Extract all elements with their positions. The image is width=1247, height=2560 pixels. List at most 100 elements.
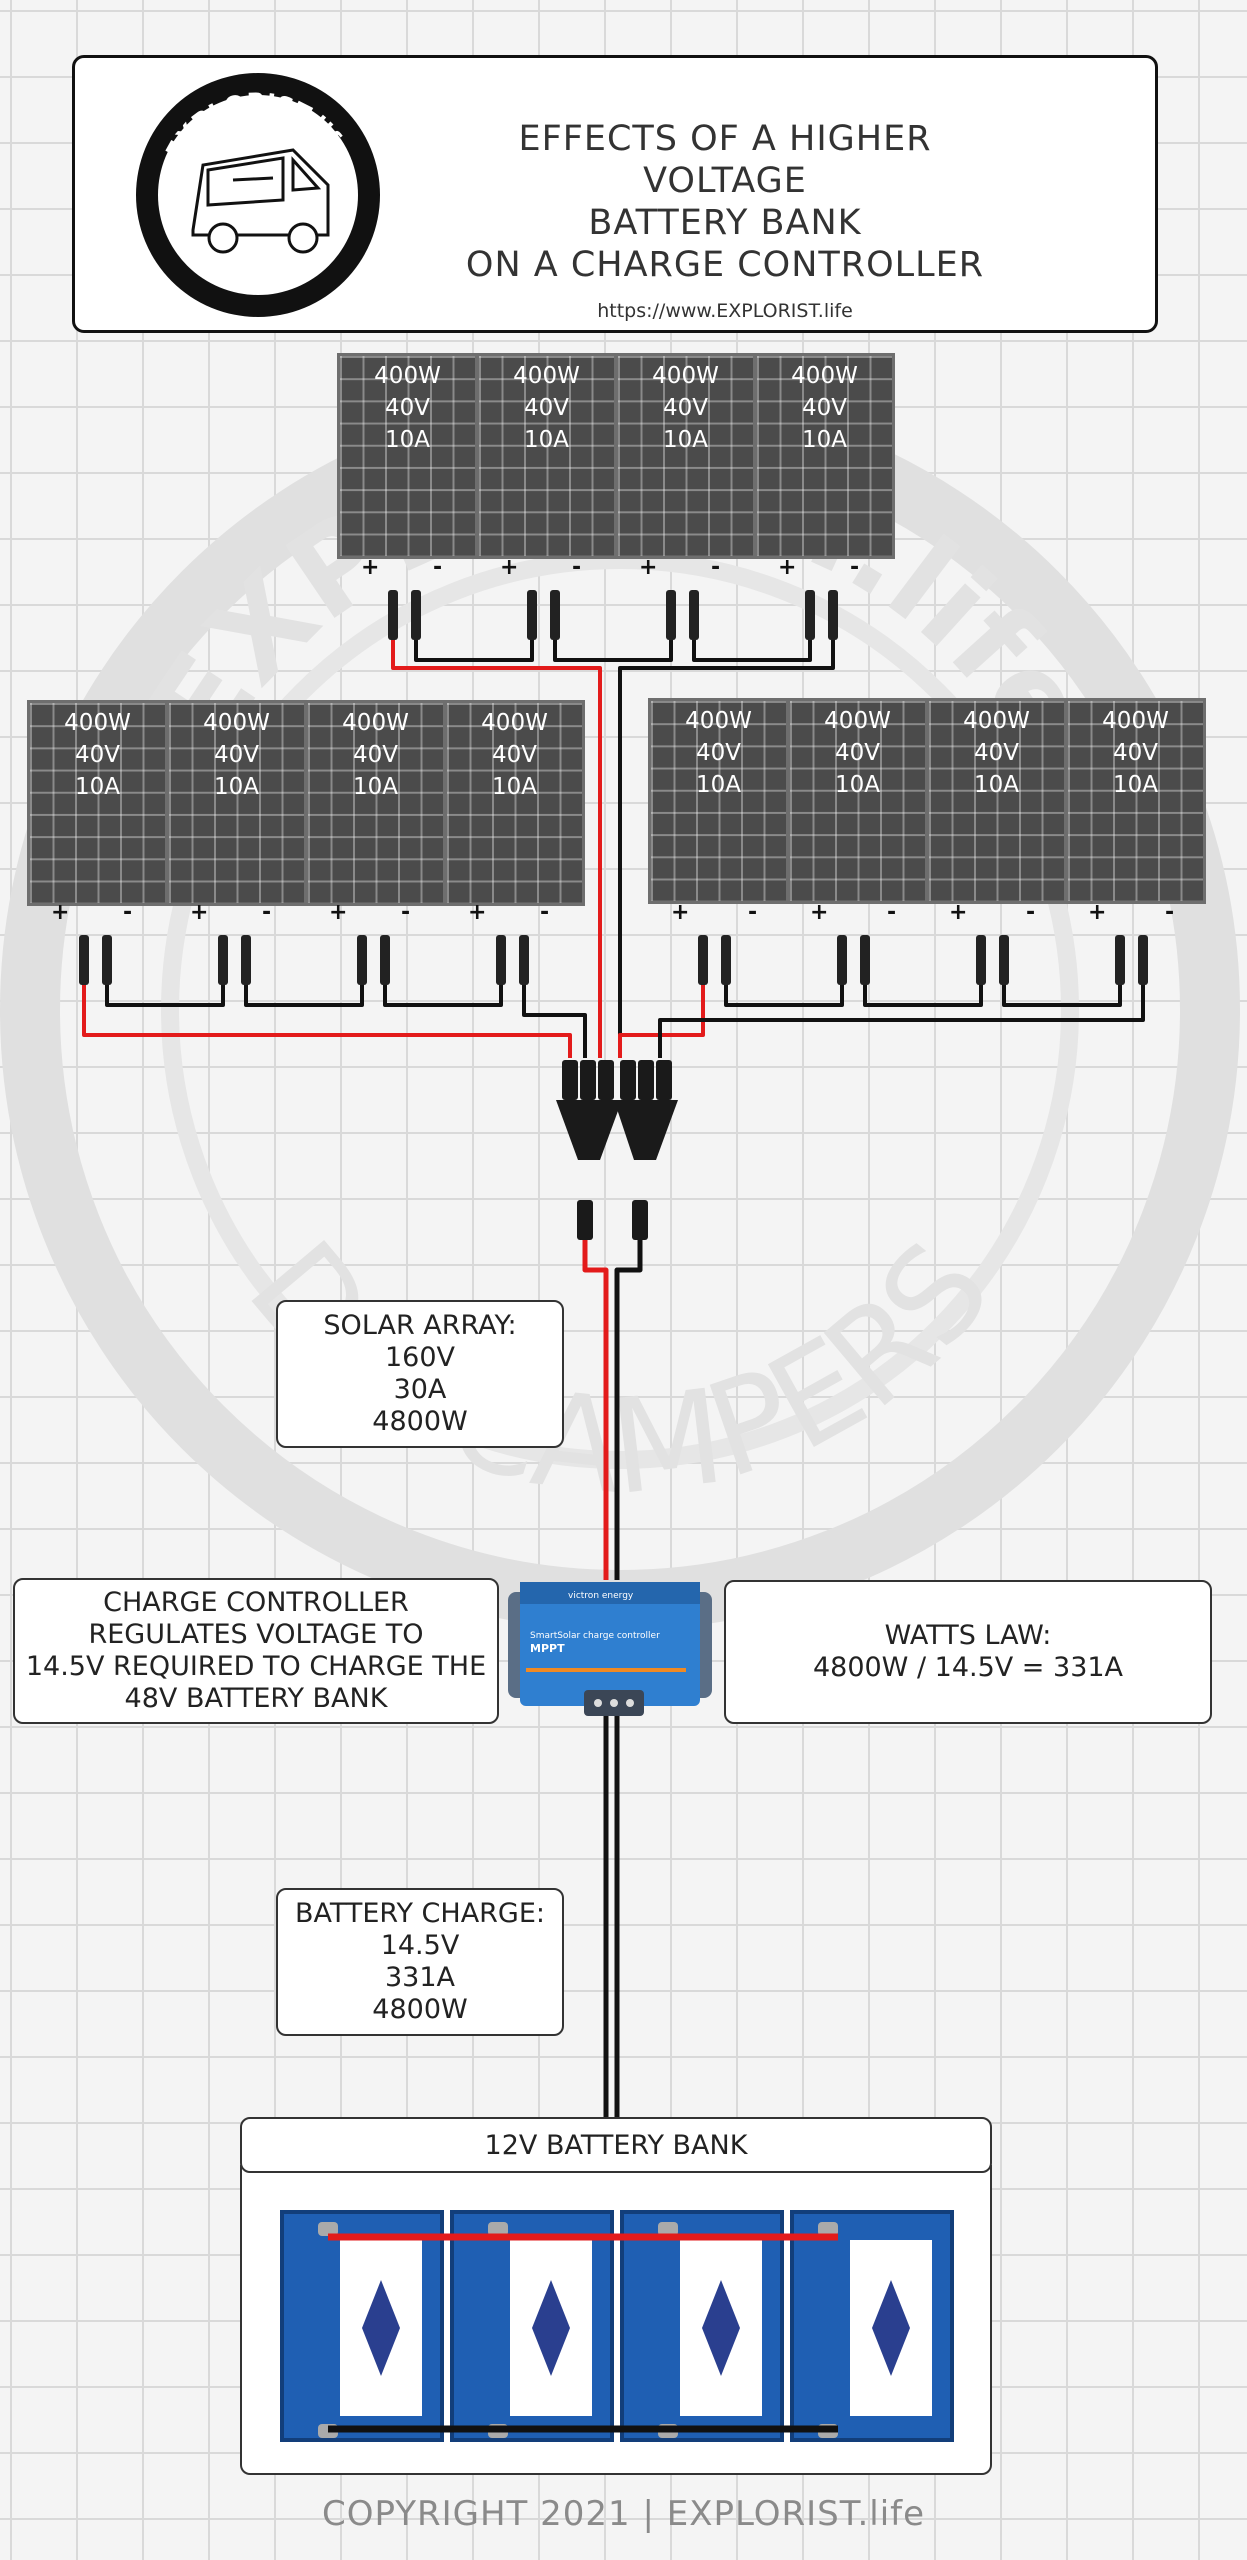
charge-controller-note: CHARGE CONTROLLER REGULATES VOLTAGE TO 1… (13, 1578, 499, 1724)
panel-volts: 40V (523, 395, 569, 421)
negative-marker: - (748, 900, 758, 925)
solar-panel: 400W 40V 10A (476, 353, 617, 559)
panel-amps: 10A (1112, 772, 1158, 798)
positive-marker: + (468, 900, 487, 925)
panel-amps: 10A (491, 774, 537, 800)
solar-array-heading: SOLAR ARRAY: (323, 1310, 517, 1341)
panel-volts: 40V (834, 740, 880, 766)
panel-watts: 400W (203, 710, 270, 736)
positive-marker: + (329, 900, 348, 925)
panel-watts: 400W (342, 710, 409, 736)
watts-law-info: WATTS LAW: 4800W / 14.5V = 331A (724, 1580, 1212, 1724)
panel-amps: 10A (973, 772, 1019, 798)
solar-array-power: 4800W (372, 1406, 468, 1437)
panel-amps: 10A (834, 772, 880, 798)
website-url[interactable]: https://www.EXPLORIST.life (597, 300, 853, 322)
negative-marker: - (540, 900, 550, 925)
solar-panel: 400W 40V 10A (754, 353, 895, 559)
panel-amps: 10A (213, 774, 259, 800)
negative-marker: - (401, 900, 411, 925)
battery-bank (280, 2210, 954, 2442)
positive-marker: + (361, 555, 380, 580)
panel-watts: 400W (824, 708, 891, 734)
van-icon (191, 148, 330, 254)
battery (280, 2210, 444, 2442)
solar-array-voltage: 160V (384, 1342, 455, 1373)
positive-marker: + (810, 900, 829, 925)
positive-marker: + (190, 900, 209, 925)
battery-charge-heading: BATTERY CHARGE: (294, 1898, 546, 1929)
negative-marker: - (433, 555, 443, 580)
panel-amps: 10A (801, 427, 847, 453)
battery-charge-info: BATTERY CHARGE: 14.5V 331A 4800W (276, 1888, 564, 2036)
battery-charge-current: 331A (384, 1962, 455, 1993)
panel-volts: 40V (491, 742, 537, 768)
negative-marker: - (1026, 900, 1036, 925)
battery (450, 2210, 614, 2442)
panel-watts: 400W (513, 363, 580, 389)
title-line-1: EFFECTS OF A HIGHER VOLTAGE (518, 119, 932, 201)
panel-watts: 400W (481, 710, 548, 736)
header-card: EXPLORIST.life DIY CAMPERS EFFECTS OF A … (72, 55, 1158, 333)
mppt-charge-controller: victron energy SmartSolar charge control… (508, 1578, 712, 1718)
solar-panel: 400W 40V 10A (648, 698, 789, 904)
note-line-4: 48V BATTERY BANK (124, 1683, 388, 1714)
negative-marker: - (572, 555, 582, 580)
panel-volts: 40V (74, 742, 120, 768)
controller-brand: victron energy (568, 1591, 634, 1601)
solar-array-info: SOLAR ARRAY: 160V 30A 4800W (276, 1300, 564, 1448)
solar-panel: 400W 40V 10A (166, 700, 307, 906)
solar-panel: 400W 40V 10A (444, 700, 585, 906)
solar-panel: 400W 40V 10A (787, 698, 928, 904)
solar-panel: 400W 40V 10A (27, 700, 168, 906)
panel-watts: 400W (685, 708, 752, 734)
panel-amps: 10A (523, 427, 569, 453)
controller-model: SmartSolar charge controller (530, 1631, 660, 1641)
panel-volts: 40V (662, 395, 708, 421)
panel-volts: 40V (352, 742, 398, 768)
panel-amps: 10A (695, 772, 741, 798)
note-line-3: 14.5V REQUIRED TO CHARGE THE (25, 1651, 487, 1682)
watts-law-equation: 4800W / 14.5V = 331A (812, 1652, 1124, 1683)
watts-law-heading: WATTS LAW: (884, 1620, 1052, 1651)
panel-volts: 40V (695, 740, 741, 766)
positive-marker: + (778, 555, 797, 580)
negative-marker: - (850, 555, 860, 580)
panel-watts: 400W (791, 363, 858, 389)
battery-bank-label: 12V BATTERY BANK (240, 2117, 992, 2173)
panel-amps: 10A (384, 427, 430, 453)
panel-volts: 40V (384, 395, 430, 421)
note-line-1: CHARGE CONTROLLER (103, 1587, 409, 1618)
positive-marker: + (500, 555, 519, 580)
positive-marker: + (671, 900, 690, 925)
positive-marker: + (1088, 900, 1107, 925)
panel-amps: 10A (74, 774, 120, 800)
battery (790, 2210, 954, 2442)
panel-volts: 40V (213, 742, 259, 768)
negative-marker: - (1165, 900, 1175, 925)
negative-marker: - (262, 900, 272, 925)
negative-marker: - (711, 555, 721, 580)
panel-watts: 400W (963, 708, 1030, 734)
panel-watts: 400W (64, 710, 131, 736)
positive-marker: + (51, 900, 70, 925)
panel-volts: 40V (1112, 740, 1158, 766)
title-line-2: BATTERY BANK (588, 203, 862, 243)
solar-panel: 400W 40V 10A (305, 700, 446, 906)
panel-volts: 40V (801, 395, 847, 421)
positive-marker: + (639, 555, 658, 580)
note-line-2: REGULATES VOLTAGE TO (88, 1619, 424, 1650)
panel-watts: 400W (652, 363, 719, 389)
controller-type: MPPT (530, 1642, 565, 1655)
negative-marker: - (123, 900, 133, 925)
battery (620, 2210, 784, 2442)
solar-array-current: 30A (393, 1374, 447, 1405)
panel-amps: 10A (352, 774, 398, 800)
positive-marker: + (949, 900, 968, 925)
battery-charge-power: 4800W (372, 1994, 468, 2025)
